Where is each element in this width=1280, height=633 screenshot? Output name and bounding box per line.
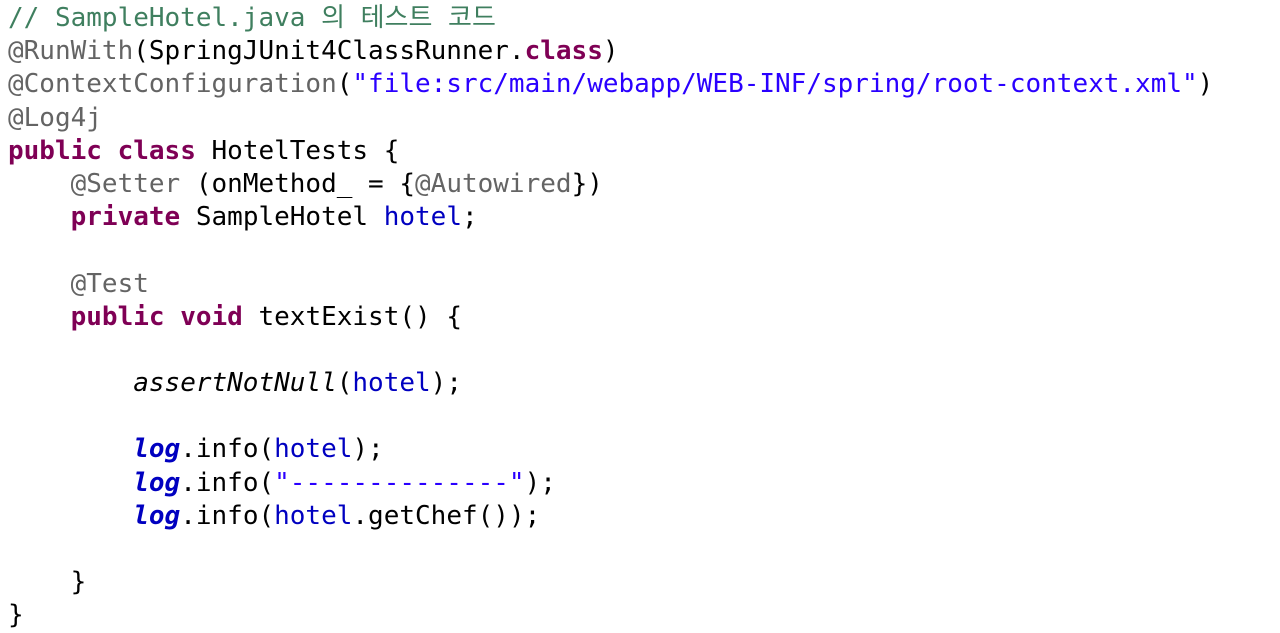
code-annotation: @ContextConfiguration bbox=[8, 69, 337, 100]
code-line: @Test bbox=[8, 268, 1280, 301]
code-line: log.info(hotel.getChef()); bbox=[8, 500, 1280, 533]
code-static-field-reference: log bbox=[133, 434, 181, 465]
code-line: @ContextConfiguration("file:src/main/web… bbox=[8, 68, 1280, 101]
code-text: ) bbox=[602, 36, 619, 67]
code-line: } bbox=[8, 566, 1280, 599]
code-text: }) bbox=[571, 168, 603, 199]
code-text: textExist() { bbox=[242, 301, 462, 332]
code-comment: // SampleHotel.java 의 테스트 코드 bbox=[8, 3, 496, 33]
code-field-reference: hotel bbox=[383, 202, 462, 233]
code-line: log.info("--------------"); bbox=[8, 467, 1280, 500]
code-keyword: private bbox=[70, 202, 181, 233]
code-field-reference: hotel bbox=[352, 368, 431, 399]
code-field-reference: hotel bbox=[274, 434, 353, 465]
code-text bbox=[8, 202, 71, 232]
code-line: } bbox=[8, 599, 1280, 632]
code-text: ); bbox=[524, 467, 556, 498]
code-text bbox=[102, 136, 118, 166]
code-text bbox=[8, 302, 71, 332]
code-text bbox=[165, 302, 181, 332]
code-keyword: class bbox=[524, 36, 603, 67]
code-text: HotelTests { bbox=[195, 135, 400, 166]
code-text: ( bbox=[336, 368, 353, 399]
code-line bbox=[8, 400, 1280, 433]
code-annotation: @RunWith bbox=[8, 36, 134, 67]
code-text bbox=[8, 434, 133, 464]
code-line: private SampleHotel hotel; bbox=[8, 201, 1280, 234]
code-keyword: void bbox=[180, 301, 243, 332]
code-line bbox=[8, 533, 1280, 566]
code-static-method-call: assertNotNull bbox=[133, 368, 337, 399]
code-string-literal: "--------------" bbox=[274, 467, 525, 498]
code-text: .info( bbox=[180, 434, 275, 465]
code-line: public void textExist() { bbox=[8, 301, 1280, 334]
code-field-reference: hotel bbox=[274, 500, 353, 531]
code-annotation: @Log4j bbox=[8, 102, 102, 133]
code-text: (SpringJUnit4ClassRunner. bbox=[133, 36, 525, 67]
code-text: .info( bbox=[180, 467, 275, 498]
code-annotation: @Autowired bbox=[415, 168, 572, 199]
code-text bbox=[8, 468, 133, 498]
code-text: SampleHotel bbox=[180, 202, 384, 233]
code-line bbox=[8, 334, 1280, 367]
code-string-literal: "file:src/main/webapp/WEB-INF/spring/roo… bbox=[352, 69, 1198, 100]
code-text bbox=[8, 501, 133, 531]
code-text: .getChef()); bbox=[352, 500, 541, 531]
code-line: // SampleHotel.java 의 테스트 코드 bbox=[8, 2, 1280, 35]
code-text: ) bbox=[1197, 69, 1214, 100]
code-text: ; bbox=[461, 202, 478, 233]
code-text: (onMethod_ = { bbox=[180, 168, 416, 199]
code-line: @RunWith(SpringJUnit4ClassRunner.class) bbox=[8, 35, 1280, 68]
code-text: } bbox=[8, 600, 24, 631]
code-keyword: public bbox=[70, 301, 165, 332]
code-keyword: public bbox=[8, 135, 102, 166]
code-line: @Setter (onMethod_ = {@Autowired}) bbox=[8, 168, 1280, 201]
code-static-field-reference: log bbox=[133, 500, 181, 531]
code-text: ); bbox=[352, 434, 384, 465]
code-annotation: @Test bbox=[70, 268, 149, 299]
code-keyword: class bbox=[117, 135, 196, 166]
code-line bbox=[8, 234, 1280, 267]
code-text: .info( bbox=[180, 500, 275, 531]
code-line: @Log4j bbox=[8, 102, 1280, 135]
code-text bbox=[8, 169, 71, 199]
code-text bbox=[8, 368, 133, 398]
code-annotation: @Setter bbox=[70, 168, 181, 199]
code-text: ); bbox=[430, 368, 462, 399]
code-text bbox=[8, 269, 71, 299]
code-static-field-reference: log bbox=[133, 467, 181, 498]
code-text: ( bbox=[336, 69, 353, 100]
code-editor[interactable]: // SampleHotel.java 의 테스트 코드@RunWith(Spr… bbox=[8, 2, 1280, 633]
code-line: public class HotelTests { bbox=[8, 135, 1280, 168]
code-line: log.info(hotel); bbox=[8, 433, 1280, 466]
code-text: } bbox=[8, 567, 87, 598]
code-line: assertNotNull(hotel); bbox=[8, 367, 1280, 400]
